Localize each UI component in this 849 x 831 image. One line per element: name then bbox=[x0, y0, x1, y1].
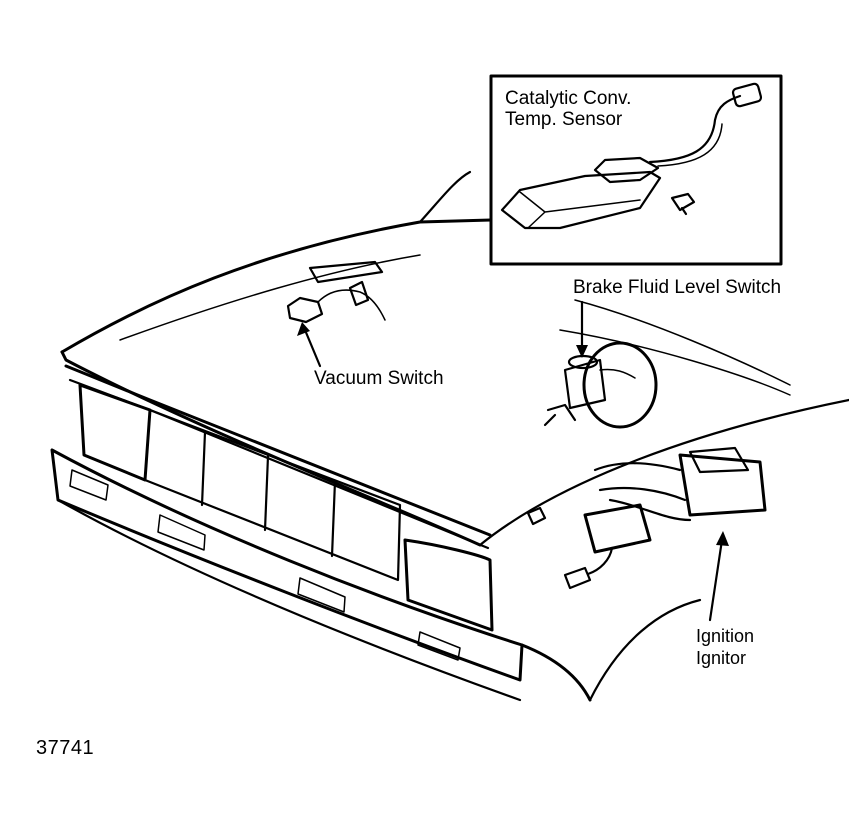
ignition-ignitor-assembly bbox=[526, 446, 767, 590]
brake-cap bbox=[567, 354, 599, 370]
heat-shield-fold bbox=[519, 191, 641, 229]
fender-line bbox=[478, 398, 849, 547]
bumper-lower bbox=[56, 498, 522, 702]
hood-outline bbox=[60, 218, 493, 354]
left-headlight bbox=[78, 383, 152, 482]
connector-plug bbox=[563, 546, 614, 590]
inset-box bbox=[489, 74, 783, 266]
vehicle-body bbox=[50, 170, 849, 702]
brake-lines bbox=[543, 403, 577, 427]
bumper-slots bbox=[69, 469, 461, 661]
ignition-label-line1: Ignition bbox=[696, 626, 755, 646]
brake-fluid-level-switch-label: Brake Fluid Level Switch bbox=[573, 277, 782, 298]
brake-arrow-head bbox=[576, 345, 588, 358]
spark-bolt bbox=[526, 506, 547, 526]
vacuum-mount bbox=[348, 280, 370, 307]
leader-lines bbox=[297, 300, 729, 622]
coil-body bbox=[583, 503, 652, 554]
vacuum-bracket bbox=[308, 260, 384, 284]
cowl-line-2 bbox=[559, 329, 791, 396]
sensor-wire-2 bbox=[657, 123, 723, 167]
front-fender bbox=[520, 643, 592, 702]
inset-frame bbox=[489, 74, 783, 266]
right-headlight bbox=[403, 538, 494, 632]
ignitor-top bbox=[688, 446, 750, 474]
brake-reservoir bbox=[563, 358, 607, 410]
ignitor-arrow-line bbox=[708, 538, 724, 622]
front-bumper bbox=[50, 448, 524, 682]
hood-crease bbox=[119, 254, 421, 341]
brake-master-cylinder bbox=[543, 341, 658, 429]
sensor-body bbox=[593, 156, 660, 184]
brake-booster bbox=[582, 341, 658, 429]
cowl-line bbox=[574, 299, 791, 386]
sensor-bolt bbox=[670, 192, 696, 216]
ignitor-arrow-head bbox=[716, 531, 729, 546]
brake-wire bbox=[599, 368, 636, 379]
catalytic-sensor-label-line1: Catalytic Conv. bbox=[505, 88, 632, 109]
figure-number: 37741 bbox=[36, 737, 95, 759]
vacuum-hose bbox=[317, 289, 386, 321]
ignition-label-line2: Ignitor bbox=[696, 648, 747, 668]
vacuum-switch-label: Vacuum Switch bbox=[314, 368, 444, 389]
sensor-connector bbox=[731, 82, 763, 108]
fender-wheel bbox=[588, 598, 702, 702]
grille-cells bbox=[143, 408, 402, 582]
vacuum-arrow-head bbox=[297, 322, 310, 336]
grille-top bbox=[64, 364, 492, 537]
vacuum-arrow-line bbox=[303, 328, 322, 368]
heat-shield-plate bbox=[500, 170, 662, 230]
catalytic-sensor-label-line2: Temp. Sensor bbox=[505, 109, 623, 130]
harness-wires bbox=[593, 462, 692, 522]
vacuum-switch-assembly bbox=[286, 260, 386, 324]
vacuum-switch-body bbox=[286, 296, 324, 324]
sensor-wire bbox=[648, 94, 742, 164]
ignitor-box bbox=[678, 453, 767, 517]
hood-rear-line bbox=[418, 170, 472, 224]
